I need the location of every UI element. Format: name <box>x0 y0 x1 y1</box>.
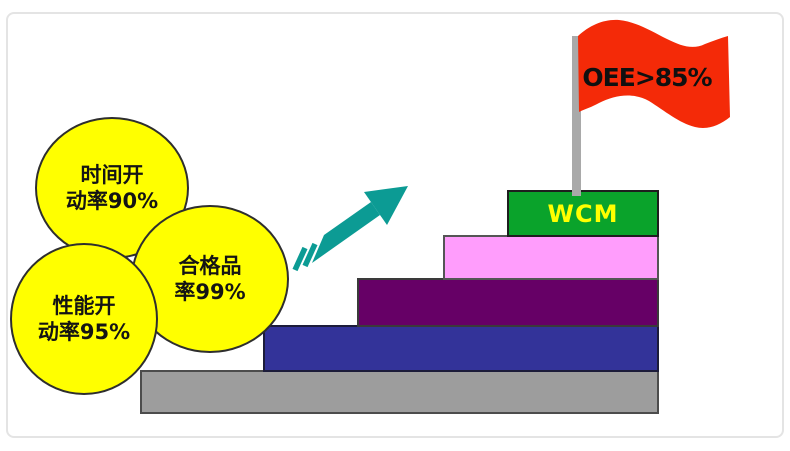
wcm-label: WCM <box>547 199 619 228</box>
bubble-performance-line2: 动率95% <box>37 320 131 344</box>
bubble-time-line2: 动率90% <box>65 189 159 213</box>
canvas-border <box>6 12 784 438</box>
stair-step-blue <box>263 325 659 372</box>
stair-step-pink <box>443 235 659 280</box>
bubble-time-line1: 时间开 <box>80 163 144 187</box>
stair-step-base <box>140 370 659 414</box>
oee-flag-label: OEE>85% <box>582 62 712 92</box>
flag-pole <box>572 36 581 196</box>
bubble-quality-line2: 率99% <box>174 280 246 304</box>
bubble-quality-line1: 合格品 <box>178 254 242 278</box>
stair-step-wcm: WCM <box>507 190 659 237</box>
bubble-performance-line1: 性能开 <box>52 294 116 318</box>
stair-step-purple <box>357 278 659 327</box>
bubble-performance-availability: 性能开 动率95% <box>10 243 158 395</box>
